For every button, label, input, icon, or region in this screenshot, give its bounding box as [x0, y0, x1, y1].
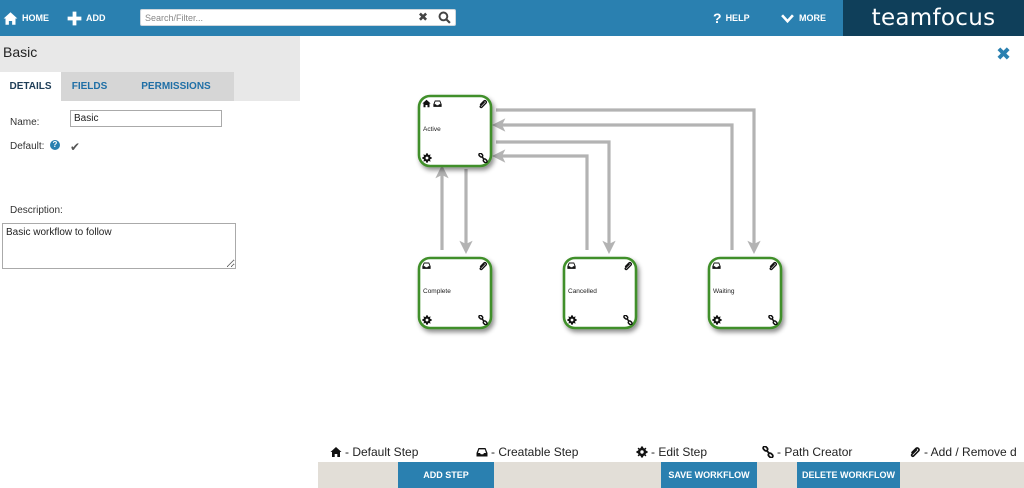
step-waiting[interactable]: Waiting [707, 256, 783, 330]
tab-strip: DETAILS FIELDS PERMISSIONS [0, 72, 234, 101]
connector-cancelled-to-active [491, 149, 589, 250]
save-workflow-button[interactable]: SAVE WORKFLOW [661, 462, 757, 488]
name-label: Name: [10, 117, 40, 128]
inbox-icon [476, 446, 488, 458]
connectors [435, 108, 761, 255]
delete-workflow-button[interactable]: DELETE WORKFLOW [797, 462, 900, 488]
legend-item-creatable-step: - Creatable Step [476, 445, 578, 459]
add-button[interactable]: ADD [67, 0, 106, 36]
gear-icon [636, 446, 648, 458]
add-step-button[interactable]: ADD STEP [398, 462, 494, 488]
search-box: ✖ [140, 9, 456, 26]
description-label: Description: [10, 205, 63, 216]
legend-item-path-creator: - Path Creator [762, 445, 852, 459]
legend-item-add-remove: - Add / Remove d [909, 445, 1017, 459]
brand-name: teamfocus [871, 5, 996, 31]
more-button[interactable]: MORE [780, 0, 826, 36]
search-input[interactable] [145, 11, 413, 24]
top-navigation-bar: HOME ADD ✖ ? HELP MORE teamfocus [0, 0, 1024, 36]
default-label: Default: [10, 141, 45, 152]
home-label: HOME [22, 13, 49, 23]
page-title: Basic [3, 44, 38, 60]
chevron-down-icon [780, 12, 795, 25]
clear-search-icon[interactable]: ✖ [418, 10, 429, 24]
legend-item-edit-step: - Edit Step [636, 445, 707, 459]
question-icon: ? [713, 10, 722, 26]
legend: - Default Step - Creatable Step - Edit S… [330, 444, 1024, 462]
plus-icon [67, 11, 82, 26]
name-field[interactable] [70, 110, 222, 127]
connector-waiting-to-active [491, 118, 734, 250]
brand-logo: teamfocus [843, 0, 1024, 36]
help-label: HELP [725, 13, 750, 23]
link-icon [762, 446, 774, 458]
connector-active-to-cancelled [496, 140, 616, 255]
paperclip-icon [909, 446, 921, 458]
step-active[interactable]: Active [417, 94, 493, 168]
connector-active-to-waiting [496, 108, 761, 255]
legend-label: - Path Creator [777, 445, 853, 459]
home-button[interactable]: HOME [3, 0, 49, 36]
tab-details[interactable]: DETAILS [0, 72, 61, 101]
home-icon [330, 446, 342, 458]
workflow-details-panel: Basic DETAILS FIELDS PERMISSIONS Name: D… [0, 36, 300, 488]
default-checkbox[interactable]: ✔ [70, 140, 81, 154]
add-label: ADD [86, 13, 106, 23]
tab-permissions[interactable]: PERMISSIONS [141, 81, 211, 92]
step-label: Complete [423, 288, 451, 295]
legend-label: - Edit Step [651, 445, 708, 459]
workflow-canvas: Active Complete Cancelled Waiting [417, 94, 783, 330]
legend-label: - Creatable Step [491, 445, 579, 459]
help-button[interactable]: ? HELP [713, 0, 750, 36]
legend-label: - Default Step [345, 445, 419, 459]
details-form: Name: Default: ? ✔ Description: Basic wo… [0, 101, 300, 488]
legend-label: - Add / Remove d [924, 445, 1017, 459]
legend-item-default-step: - Default Step [330, 445, 418, 459]
tab-fields[interactable]: FIELDS [71, 81, 108, 92]
help-icon[interactable]: ? [50, 140, 60, 150]
description-field[interactable]: Basic workflow to follow [2, 223, 236, 269]
home-icon [3, 11, 18, 26]
step-cancelled[interactable]: Cancelled [562, 256, 638, 330]
more-label: MORE [799, 13, 826, 23]
search-icon[interactable] [438, 11, 451, 24]
step-label: Active [423, 126, 441, 133]
step-label: Cancelled [568, 288, 597, 295]
step-label: Waiting [713, 288, 735, 295]
close-icon[interactable]: ✖ [996, 44, 1012, 64]
step-complete[interactable]: Complete [417, 256, 493, 330]
